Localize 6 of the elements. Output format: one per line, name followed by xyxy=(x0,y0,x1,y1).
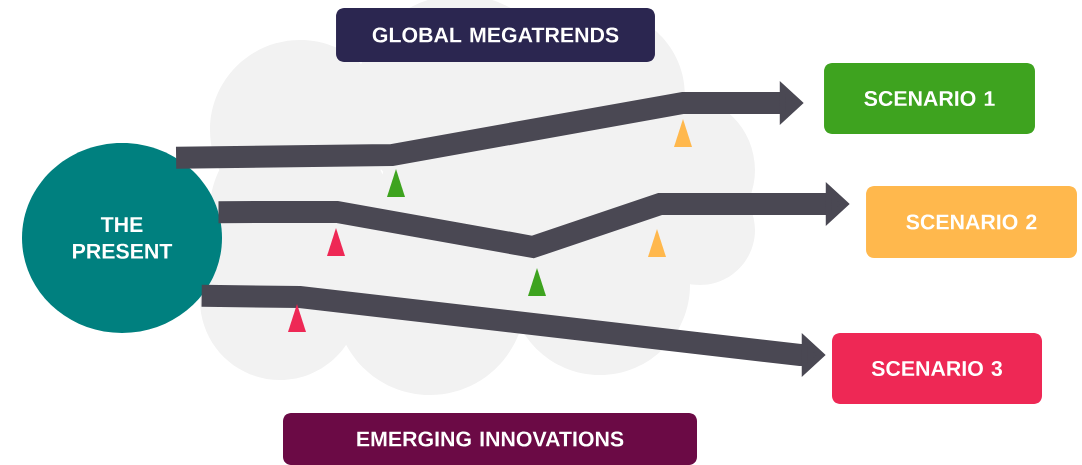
scenario-box: SCENARIO 3 xyxy=(832,333,1042,404)
scenario-box: SCENARIO 1 xyxy=(824,63,1035,134)
heading-box: GLOBAL MEGATRENDS xyxy=(336,8,655,62)
scenario-box: SCENARIO 2 xyxy=(866,186,1077,258)
circle-node: THE PRESENT xyxy=(22,143,222,333)
heading-box: EMERGING INNOVATIONS xyxy=(283,413,697,465)
